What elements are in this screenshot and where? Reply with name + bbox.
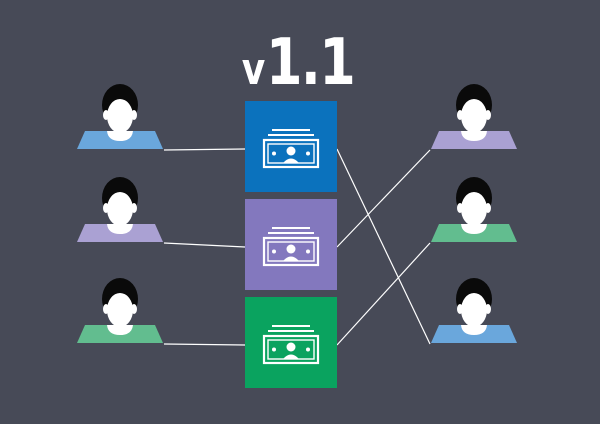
person-right-1	[431, 84, 517, 149]
connection-line-left-3-green	[163, 343, 246, 346]
person-icon	[77, 278, 163, 343]
money-box-purple	[245, 199, 337, 290]
person-icon	[431, 278, 517, 343]
banknote-icon	[262, 227, 320, 267]
person-right-3	[431, 278, 517, 343]
connection-line-left-1-blue	[163, 148, 246, 151]
person-icon	[77, 177, 163, 242]
money-box-blue	[245, 101, 337, 192]
version-label: v1.1	[241, 28, 356, 98]
connection-line-blue-right-3	[336, 148, 431, 345]
connection-line-purple-right-1	[336, 149, 431, 248]
people	[77, 84, 517, 343]
person-left-3	[77, 278, 163, 343]
person-icon	[431, 84, 517, 149]
connection-line-green-right-2	[336, 242, 431, 346]
person-icon	[77, 84, 163, 149]
connection-lines	[163, 148, 431, 346]
connection-line-left-2-purple	[163, 242, 246, 248]
version-number: 1.1	[266, 26, 356, 100]
person-icon	[431, 177, 517, 242]
version-prefix: v	[241, 44, 267, 95]
banknote-icon	[262, 129, 320, 169]
money-boxes	[245, 101, 337, 388]
banknote-icon	[262, 325, 320, 365]
person-left-1	[77, 84, 163, 149]
person-left-2	[77, 177, 163, 242]
person-right-2	[431, 177, 517, 242]
money-box-green	[245, 297, 337, 388]
